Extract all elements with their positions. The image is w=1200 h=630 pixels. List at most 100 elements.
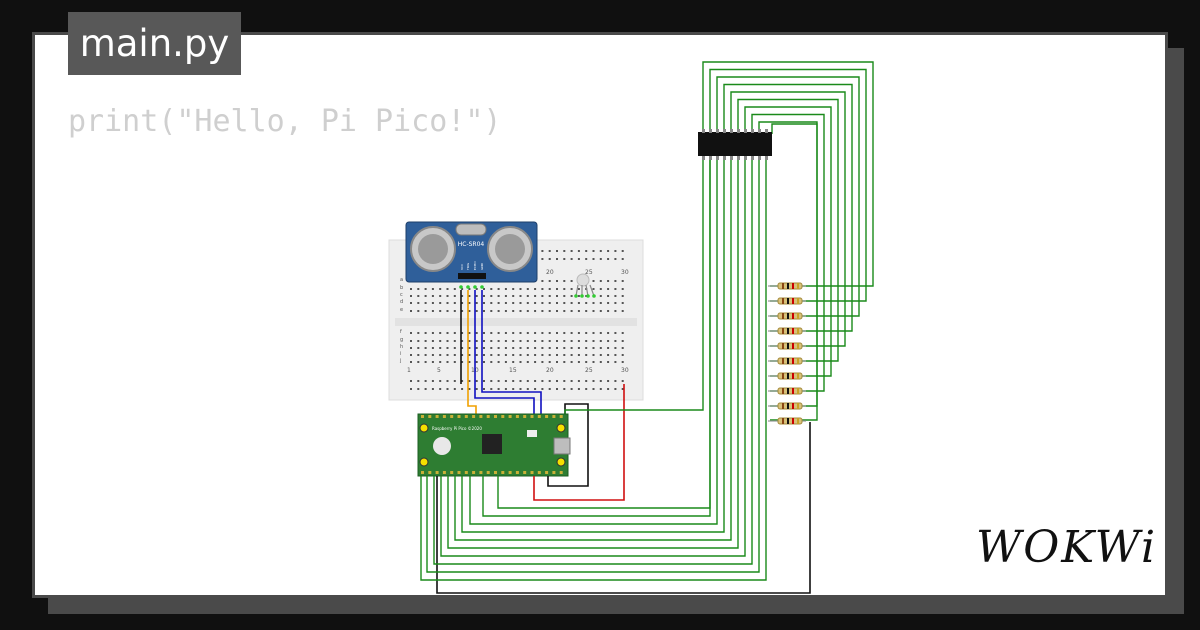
wire-segment[interactable] (461, 156, 725, 533)
power-wires[interactable] (436, 384, 811, 594)
resistor-band (792, 328, 794, 334)
breadboard-hole (548, 250, 551, 252)
breadboard-hole (614, 280, 617, 282)
rgb-led[interactable] (574, 273, 596, 298)
breadboard-hole (563, 288, 566, 290)
breadboard-hole (548, 340, 551, 342)
breadboard-hole (461, 347, 464, 349)
breadboard-hole (475, 310, 478, 312)
display-pin (751, 129, 754, 133)
breadboard-hole (453, 347, 456, 349)
wire-segment[interactable] (433, 156, 753, 565)
breadboard-hole (490, 332, 493, 334)
breadboard-hole (475, 361, 478, 363)
wire-segment[interactable] (447, 156, 739, 549)
breadboard-hole (592, 361, 595, 363)
wire-segment[interactable] (716, 76, 860, 317)
wire-segment[interactable] (420, 156, 767, 581)
wire-segment[interactable] (709, 68, 867, 302)
wire-segment[interactable] (482, 156, 711, 517)
wire-segment[interactable] (454, 156, 732, 541)
breadboard-hole (621, 354, 624, 356)
breadboard-hole (563, 347, 566, 349)
wire-segment[interactable] (469, 156, 718, 525)
breadboard-hole (439, 340, 442, 342)
pico-board[interactable]: Raspberry Pi Pico ©2020 (417, 413, 571, 477)
breadboard-hole (504, 380, 507, 382)
wire-segment[interactable] (730, 91, 846, 347)
ultrasonic-sensor[interactable]: HC-SR04 VCC TRIG ECHO GND (405, 221, 538, 289)
wire-ground[interactable] (547, 403, 589, 487)
pico-pin (552, 415, 556, 418)
breadboard-hole (446, 332, 449, 334)
row-label: b (400, 285, 403, 291)
pico-pin (421, 415, 424, 418)
breadboard-hole (490, 340, 493, 342)
breadboard-hole (431, 295, 434, 297)
breadboard-hole (410, 340, 412, 342)
breadboard-hole (585, 347, 588, 349)
breadboard-hole (607, 288, 610, 290)
pin-label: VCC (460, 264, 464, 270)
green-wires[interactable] (420, 61, 874, 581)
pico-pin (545, 471, 549, 474)
breadboard-hole (512, 388, 515, 390)
breadboard-hole (563, 380, 566, 382)
wire-vcc[interactable] (467, 290, 477, 418)
sensor-wires[interactable] (460, 290, 542, 418)
wire-echo[interactable] (481, 290, 542, 418)
resistor-band (797, 283, 799, 289)
wire-segment[interactable] (440, 156, 746, 557)
breadboard-hole (570, 258, 573, 260)
led-pin-marker (580, 294, 584, 298)
wire-segment[interactable] (744, 106, 832, 377)
led-pin-marker (592, 294, 596, 298)
breadboard-hole (548, 280, 551, 282)
breadboard-hole (475, 347, 478, 349)
breadboard-hole (497, 380, 500, 382)
breadboard-hole (453, 340, 456, 342)
breadboard-hole (607, 310, 610, 312)
resistor-band (792, 358, 794, 364)
breadboard-hole (504, 354, 507, 356)
breadboard-hole (431, 388, 434, 390)
breadboard-hole (570, 310, 573, 312)
breadboard-hole (585, 332, 588, 334)
breadboard-hole (614, 361, 617, 363)
wire-common-ground[interactable] (436, 422, 811, 594)
pico-pin (530, 471, 534, 474)
breadboard-hole (548, 347, 551, 349)
wire-vbus[interactable] (533, 384, 625, 501)
breadboard-hole (577, 354, 580, 356)
wire-trig[interactable] (474, 290, 535, 418)
wire-segment[interactable] (426, 156, 760, 573)
breadboard-hole (563, 310, 566, 312)
col-label: 25 (585, 269, 593, 276)
breadboard-hole (541, 388, 544, 390)
breadboard-hole (483, 340, 485, 342)
file-tab-main[interactable]: main.py (68, 12, 241, 75)
resistor-band (797, 343, 799, 349)
breadboard-hole (490, 388, 493, 390)
resistor-band (787, 298, 789, 304)
breadboard-hole (548, 258, 551, 260)
pico-pin (464, 471, 468, 474)
wire-segment[interactable] (702, 61, 874, 287)
seven-segment-display[interactable] (698, 129, 772, 160)
breadboard-hole (504, 302, 507, 304)
display-pin (737, 129, 740, 133)
breadboard-hole (446, 295, 449, 297)
breadboard-hole (570, 332, 573, 334)
resistor-array[interactable] (768, 282, 806, 425)
breadboard-hole (504, 295, 507, 297)
breadboard-hole (599, 332, 602, 334)
wire-segment[interactable] (564, 156, 704, 414)
wire-segment[interactable] (737, 98, 839, 362)
breadboard-hole (592, 302, 595, 304)
breadboard-hole (556, 310, 558, 312)
resistor-band (787, 388, 789, 394)
breadboard-hole (519, 295, 522, 297)
resistor-band (792, 313, 794, 319)
breadboard-hole (497, 388, 500, 390)
